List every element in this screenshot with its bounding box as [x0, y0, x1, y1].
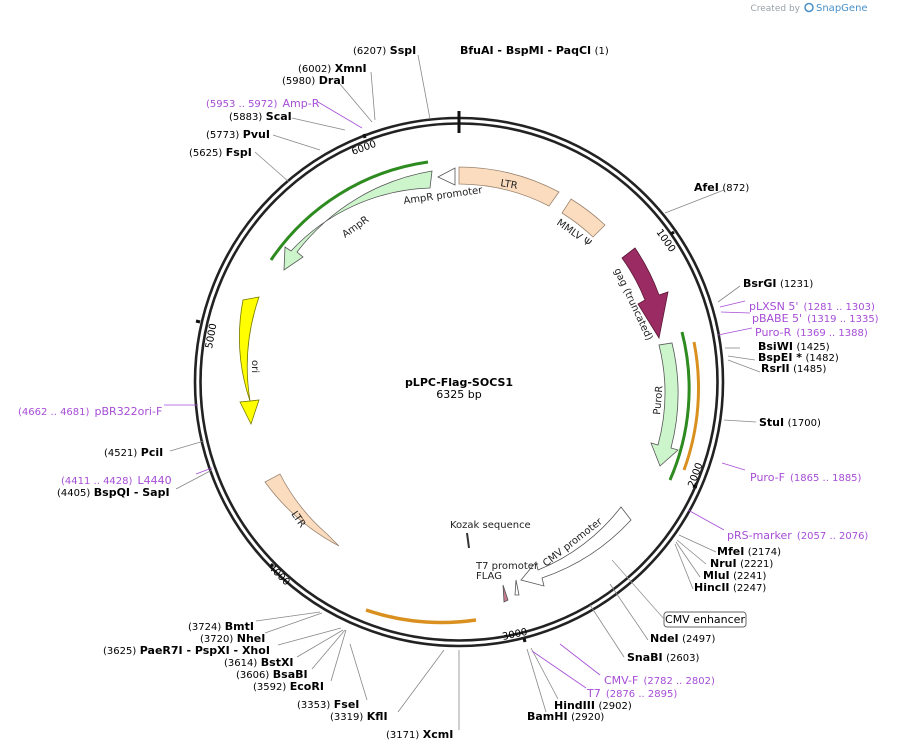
- enzyme-pcii[interactable]: (4521) PciI: [104, 446, 164, 459]
- enzyme-kfli[interactable]: (3319) KflI: [330, 710, 388, 723]
- enzyme-bsrgi[interactable]: BsrGI (1231): [743, 277, 814, 290]
- feature-kozak-label: Kozak sequence: [450, 520, 531, 531]
- enzyme-bstxi[interactable]: (3614) BstXI: [224, 656, 294, 669]
- enzyme-xcmi[interactable]: (3171) XcmI: [386, 728, 454, 741]
- tick-5000: 5000: [204, 323, 219, 350]
- primer-leader-lines: [164, 101, 753, 689]
- feature-t7-label: T7 promoter: [475, 561, 539, 572]
- primer-prs-marker[interactable]: pRS-marker (2057 .. 2076): [727, 529, 869, 542]
- enzyme-ndei[interactable]: NdeI (2497): [650, 632, 716, 645]
- enzyme-snabi[interactable]: SnaBI (2603): [627, 651, 700, 664]
- primer-cmv-f[interactable]: CMV-F (2782 .. 2802): [604, 674, 715, 687]
- primer-pbabe[interactable]: pBABE 5' (1319 .. 1335): [752, 312, 879, 325]
- plasmid-name: pLPC-Flag-SOCS1: [405, 376, 513, 389]
- enzyme-hincii[interactable]: HincII (2247): [694, 581, 767, 594]
- feature-flag-label: FLAG: [476, 571, 502, 582]
- enzyme-hindiii[interactable]: HindIII (2902): [554, 699, 632, 712]
- snapgene-logo-icon: [804, 2, 814, 13]
- primer-puro-r[interactable]: Puro-R (1369 .. 1388): [755, 326, 868, 339]
- enzyme-pvui[interactable]: (5773) PvuI: [206, 128, 270, 141]
- enzyme-bfuai[interactable]: BfuAI - BspMI - PaqCI (1): [460, 44, 609, 57]
- plasmid-size: 6325 bp: [436, 388, 481, 401]
- enzyme-rsrii[interactable]: RsrII (1485): [761, 362, 827, 375]
- credit-brand: SnapGene: [816, 3, 868, 14]
- cmv-enhancer-callout: [663, 611, 747, 628]
- feature-kozak: [466, 532, 470, 549]
- enzyme-sspi[interactable]: (6207) SspI: [353, 44, 417, 57]
- enzyme-fspi[interactable]: (5625) FspI: [189, 146, 252, 159]
- feature-mmlv: [561, 198, 606, 238]
- enzyme-afei[interactable]: AfeI (872): [694, 181, 750, 194]
- feature-gag: [621, 247, 669, 340]
- tick-3000: 3000: [501, 627, 528, 643]
- feature-puror-label: PuroR: [652, 385, 666, 415]
- feature-cmv-promoter: [520, 506, 632, 587]
- feature-flag: [502, 584, 509, 603]
- feature-ori-label: ori: [249, 360, 260, 373]
- feature-ori: [239, 296, 260, 426]
- enzyme-fsei[interactable]: (3353) FseI: [297, 698, 360, 711]
- enzyme-bspei[interactable]: BspEI * (1482): [758, 351, 839, 364]
- enzyme-bsabi[interactable]: (3606) BsaBI: [236, 668, 308, 681]
- enzyme-mlui[interactable]: MluI (2241): [703, 569, 767, 582]
- enzyme-xmni[interactable]: (6002) XmnI: [298, 62, 367, 75]
- feature-puror-strand: [668, 331, 691, 481]
- enzyme-bamhi[interactable]: BamHI (2920): [527, 710, 605, 723]
- enzyme-bsiwi[interactable]: BsiWI (1425): [758, 340, 830, 353]
- feature-socs1-orf: [365, 608, 477, 625]
- enzyme-drai[interactable]: (5980) DraI: [282, 74, 345, 87]
- primer-puro-f[interactable]: Puro-F (1865 .. 1885): [750, 471, 862, 484]
- feature-puror: [650, 342, 679, 467]
- feature-ampr: [283, 170, 433, 271]
- primer-amp-r[interactable]: (5953 .. 5972) Amp-R: [206, 97, 320, 110]
- enzyme-nrui[interactable]: NruI (2221): [710, 557, 774, 570]
- primer-t7[interactable]: T7 (2876 .. 2895): [587, 687, 678, 700]
- primer-pbr322ori-f[interactable]: (4662 .. 4681) pBR322ori-F: [18, 405, 163, 418]
- primer-plxsn[interactable]: pLXSN 5' (1281 .. 1303): [749, 300, 875, 313]
- feature-t7-promoter: [514, 579, 520, 596]
- enzyme-scai[interactable]: (5883) ScaI: [229, 110, 292, 123]
- tick-6000: 6000: [350, 139, 378, 158]
- feature-ampr-label: AmpR: [340, 214, 371, 240]
- feature-ampr-strand: [269, 160, 429, 261]
- credit-prefix: Created by: [750, 4, 800, 14]
- enzyme-bmti[interactable]: (3724) BmtI: [188, 620, 254, 633]
- leader-lines: [169, 54, 761, 730]
- enzyme-nhei[interactable]: (3720) NheI: [200, 632, 266, 645]
- enzyme-mfei[interactable]: MfeI (2174): [717, 545, 782, 558]
- feature-ltr-bottom: [264, 473, 340, 547]
- enzyme-paer7i[interactable]: (3625) PaeR7I - PspXI - XhoI: [103, 644, 270, 657]
- cmv-enhancer-label: CMV enhancer: [665, 613, 745, 626]
- feature-ltr-top: [458, 166, 560, 207]
- enzyme-ecori[interactable]: (3592) EcoRI: [253, 680, 324, 693]
- feature-ltr-top-label: LTR: [499, 178, 518, 192]
- enzyme-bspqi[interactable]: (4405) BspQI - SapI: [57, 486, 170, 499]
- feature-ampr-promoter: [437, 167, 456, 186]
- feature-puror-orf: [682, 341, 701, 471]
- primer-l4440[interactable]: (4411 .. 4428) L4440: [61, 474, 172, 487]
- enzyme-stui[interactable]: StuI (1700): [759, 416, 821, 429]
